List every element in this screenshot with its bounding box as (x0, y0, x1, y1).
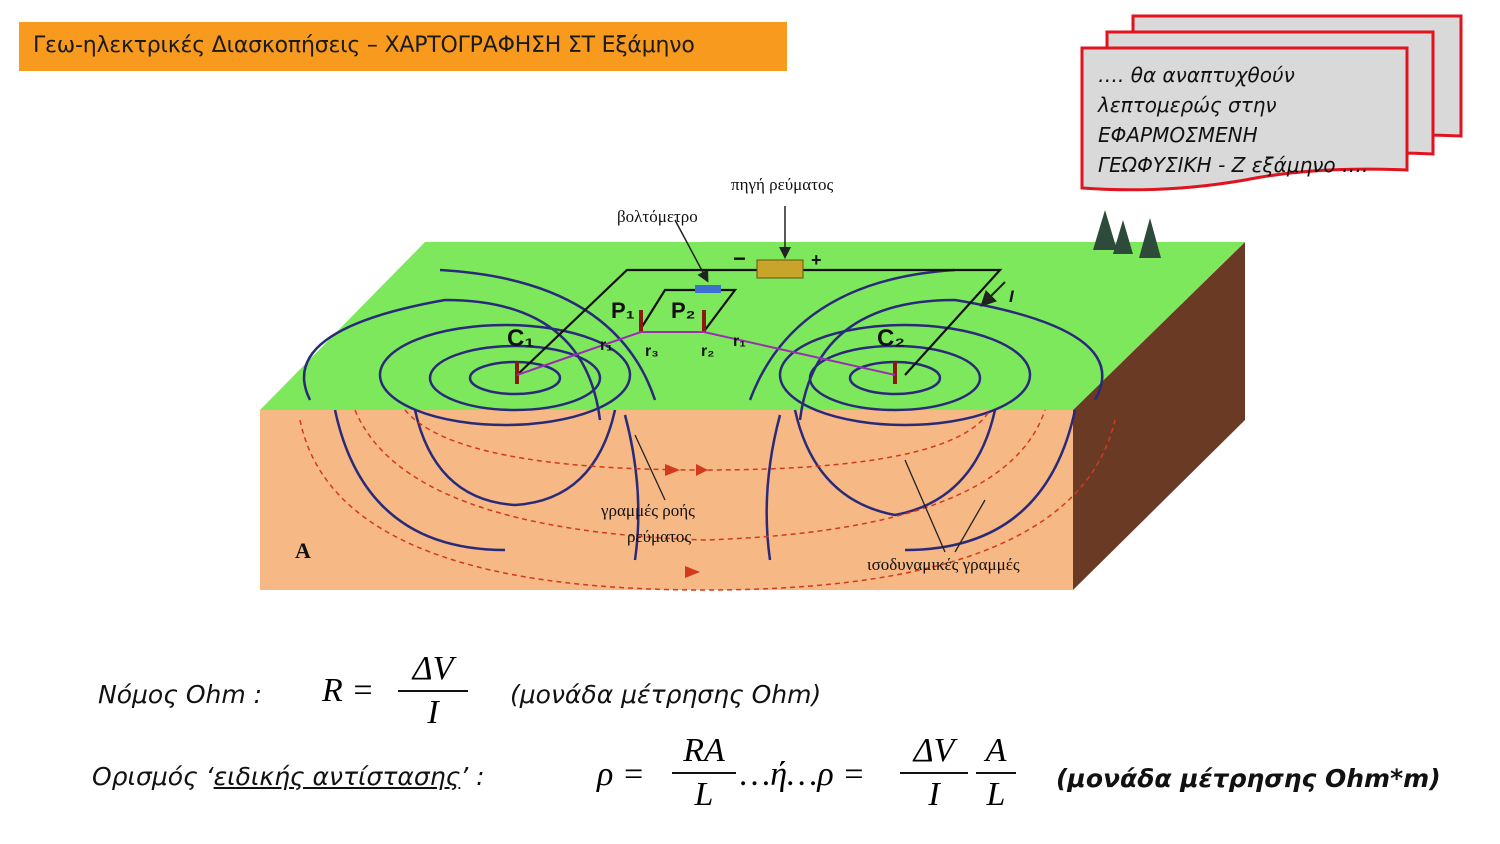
label-p2: P₂ (671, 298, 695, 323)
resistivity-label-suffix: ’ : (460, 762, 485, 791)
resistivity-diagram: πηγή ρεύματος βολτόμετρο γραμμές ροής ρε… (260, 175, 1245, 591)
frac-dv-denominator: I (928, 776, 940, 813)
label-c1: C₁ (507, 325, 534, 352)
current-flow-lines (299, 409, 1116, 591)
label-plus: + (811, 250, 822, 270)
label-r2: r₂ (701, 343, 714, 360)
label-r1-right: r₁ (733, 333, 746, 350)
ohm-fraction: ΔV I (398, 650, 468, 732)
label-equipotential: ισοδυναμικές γραμμές (867, 555, 1020, 574)
panel-letter: A (295, 538, 311, 563)
note-line-1: …. θα αναπτυχθούν (1098, 63, 1295, 87)
resistivity-label-term: ειδικής αντίστασης (213, 762, 461, 791)
label-voltmeter: βολτόμετρο (617, 207, 698, 226)
soil-front (260, 410, 1073, 590)
note-text: …. θα αναπτυχθούν λεπτομερώς στην ΕΦΑΡΜΟ… (1098, 60, 1368, 180)
tree-icon (1093, 210, 1161, 258)
equipotential-lines-right (748, 268, 1104, 561)
label-r1-left: r₁ (600, 337, 613, 354)
frac-ra-numerator: RA (683, 732, 725, 769)
note-stack: …. θα αναπτυχθούν λεπτομερώς στην ΕΦΑΡΜΟ… (1075, 10, 1475, 210)
label-minus: − (733, 246, 746, 271)
flow-arrow-1-icon (665, 464, 680, 476)
ground-surface (260, 242, 1245, 410)
ohm-numerator: ΔV (412, 650, 454, 687)
soil-side (1073, 242, 1245, 590)
frac-ra-l: RA L (672, 732, 736, 814)
note-line-4: ΓΕΩΦΥΣΙΚΗ - Ζ εξάμηνο …. (1098, 153, 1369, 177)
label-current: I (1009, 287, 1015, 306)
flow-arrow-2-icon (685, 566, 700, 578)
measurement-line (516, 331, 896, 376)
frac-a-denominator: L (986, 776, 1006, 813)
label-flow-lines-2: ρεύματος (627, 527, 691, 546)
frac-dv-numerator: ΔV (913, 732, 955, 769)
resistivity-label: Ορισμός ‘ειδικής αντίστασης’ : (92, 762, 485, 791)
frac-ra-denominator: L (694, 776, 714, 813)
resistivity-unit: (μονάδα μέτρησης Ohm*m) (1056, 764, 1441, 793)
ohm-lhs: R = (322, 672, 375, 709)
slide-title: Γεω-ηλεκτρικές Διασκοπήσεις – ΧΑΡΤΟΓΡΑΦΗ… (19, 22, 787, 71)
ohm-unit: (μονάδα μέτρησης Ohm) (510, 680, 822, 709)
label-p1: P₁ (611, 298, 635, 323)
note-line-2: λεπτομερώς στην (1098, 93, 1277, 117)
equipotential-lines-left (302, 268, 657, 561)
frac-dv-i: ΔV I (900, 732, 968, 814)
label-c2: C₂ (877, 325, 905, 352)
voltmeter-icon (695, 285, 721, 293)
label-power-source: πηγή ρεύματος (731, 175, 834, 194)
resistivity-label-prefix: Ορισμός ‘ (92, 762, 214, 791)
stacked-notes-icon (1080, 14, 1463, 192)
note-line-3: ΕΦΑΡΜΟΣΜΕΝΗ (1098, 123, 1258, 147)
rho-equals-2: …ή…ρ = (740, 756, 866, 793)
battery-icon (756, 259, 804, 279)
label-flow-lines-1: γραμμές ροής (600, 501, 695, 520)
label-r3: r₃ (645, 343, 659, 360)
electrodes (515, 310, 897, 384)
rho-equals-1: ρ = (597, 756, 645, 793)
ohm-label: Νόμος Ohm : (98, 680, 263, 709)
frac-a-numerator: A (985, 732, 1007, 769)
ohm-denominator: I (427, 694, 439, 731)
frac-a-l: A L (976, 732, 1016, 814)
